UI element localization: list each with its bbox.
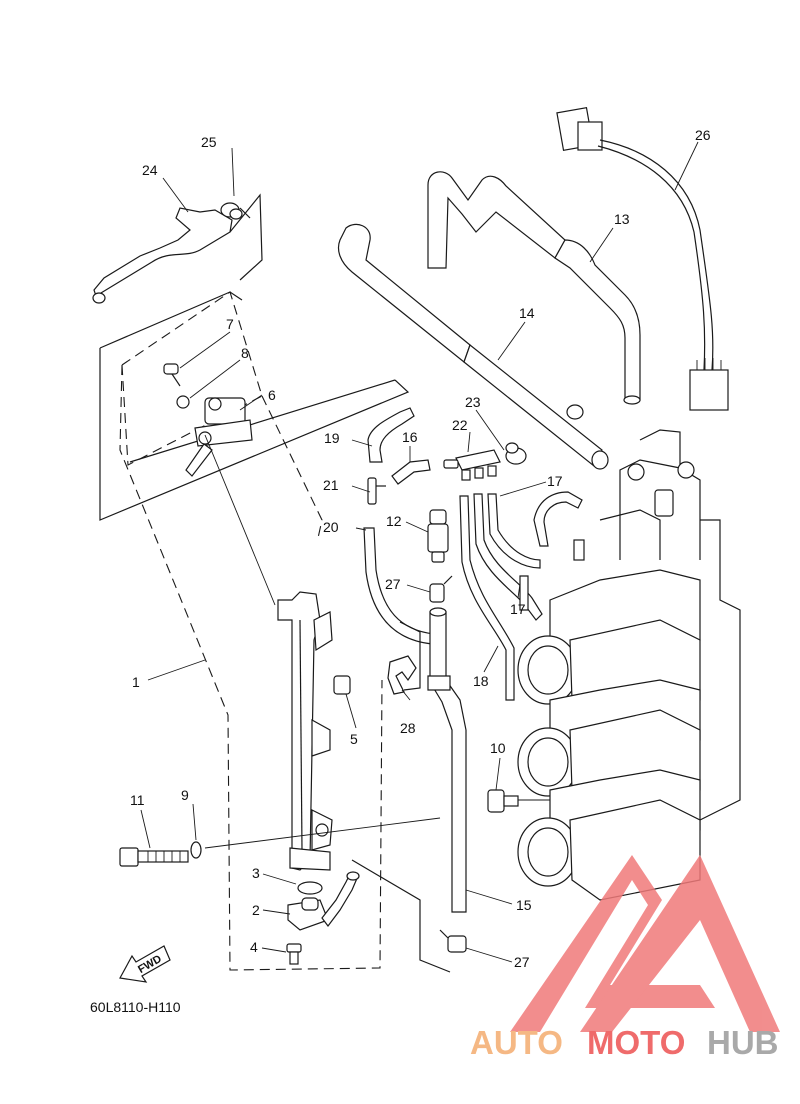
callout-21: 21 — [323, 477, 339, 493]
callout-13: 13 — [614, 211, 630, 227]
leader-bolt — [204, 817, 441, 849]
callout-labels: 1 2 3 4 5 6 7 8 9 10 11 12 13 14 15 16 1… — [130, 127, 711, 970]
part-6-pressure-regulator — [185, 397, 253, 477]
part-13-hose — [427, 171, 641, 405]
regulator-frame — [99, 291, 410, 521]
part-8-oring — [176, 395, 190, 409]
part-5-cap — [333, 675, 351, 695]
part-7-screw — [163, 363, 181, 387]
callout-9: 9 — [181, 787, 189, 803]
part-1-fuel-rail — [277, 591, 333, 871]
part-2-joint — [287, 871, 360, 931]
callout-2: 2 — [252, 902, 260, 918]
part-15-hose — [427, 607, 467, 913]
part-21-joint — [367, 477, 386, 505]
watermark-auto: AUTO — [470, 1024, 563, 1061]
callout-4: 4 — [250, 939, 258, 955]
part-24-bracket — [229, 193, 263, 281]
watermark-moto: MOTO — [587, 1024, 685, 1061]
callout-14: 14 — [519, 305, 535, 321]
callout-11: 11 — [130, 792, 145, 808]
callout-18: 18 — [473, 673, 489, 689]
part-27-clip-upper — [429, 575, 453, 603]
callout-27a: 27 — [385, 576, 401, 592]
part-14-hose — [337, 223, 609, 470]
part-26-harness — [556, 106, 729, 411]
callout-23: 23 — [465, 394, 481, 410]
callout-10: 10 — [490, 740, 506, 756]
hose-route-line — [351, 859, 451, 973]
callout-24: 24 — [142, 162, 158, 178]
watermark-hub: HUB — [707, 1024, 779, 1061]
callout-22: 22 — [452, 417, 468, 433]
part-4-screw — [286, 943, 302, 965]
part-22-joint — [443, 449, 501, 481]
part-11-bolt — [119, 847, 189, 867]
part-9-washer — [190, 841, 202, 859]
part-17-hose — [519, 491, 583, 611]
throttle-body-assembly — [517, 429, 741, 901]
part-18-hoses — [459, 493, 543, 701]
callout-17b: 17 — [510, 601, 526, 617]
callout-25: 25 — [201, 134, 217, 150]
watermark-logo-icon — [510, 855, 780, 1032]
part-12-filter — [427, 509, 449, 563]
callout-5: 5 — [350, 731, 358, 747]
callout-7: 7 — [226, 316, 234, 332]
leader-lines — [140, 141, 699, 963]
fwd-arrow: FWD — [119, 945, 171, 983]
callout-3: 3 — [252, 865, 260, 881]
part-23-clip — [505, 442, 527, 465]
callout-28: 28 — [400, 720, 416, 736]
leader-regulator-rail — [204, 434, 276, 606]
callout-27b: 27 — [514, 954, 530, 970]
part-16-hose — [391, 459, 431, 485]
callout-8: 8 — [241, 345, 249, 361]
callout-17a: 17 — [547, 473, 563, 489]
part-24-hose — [92, 207, 233, 304]
part-3-oring — [297, 881, 323, 895]
part-28-clamp — [387, 655, 417, 695]
part-25-clip — [220, 202, 251, 220]
callout-6: 6 — [268, 387, 276, 403]
callout-26: 26 — [695, 127, 711, 143]
part-27-clip-lower — [439, 929, 467, 953]
callout-15: 15 — [516, 897, 532, 913]
callout-19: 19 — [324, 430, 340, 446]
callout-1: 1 — [132, 674, 140, 690]
callout-16: 16 — [402, 429, 418, 445]
callout-12: 12 — [386, 513, 402, 529]
group-boundaries — [119, 291, 383, 971]
part-19-hose — [367, 407, 415, 463]
watermark-text: AUTO MOTO HUB — [470, 1024, 779, 1061]
callout-20: 20 — [323, 519, 339, 535]
fwd-label: FWD — [136, 953, 164, 976]
hose-bracket — [399, 621, 421, 691]
drawing-code: 60L8110-H110 — [90, 999, 181, 1015]
